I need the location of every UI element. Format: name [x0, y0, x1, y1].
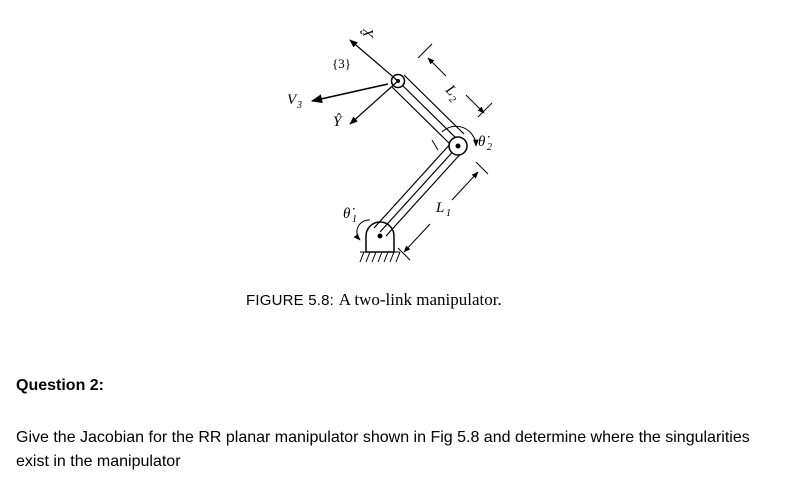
l2-subscript: 2 [446, 94, 457, 105]
y-hat-label: Ŷ [333, 113, 343, 130]
l1-label: L [435, 200, 444, 216]
v3-label: V [287, 92, 298, 108]
figure-caption-label: FIGURE 5.8: [246, 292, 335, 309]
two-link-manipulator-figure: X̂ {3} Ŷ V 3 L 2 L 1 θ̇ 1 θ̇ 2 [287, 28, 493, 263]
elbow-joint [448, 136, 468, 156]
theta2-subscript: 2 [487, 142, 492, 153]
theta1-rotation-arrow [353, 219, 371, 241]
l1-subscript: 1 [446, 208, 451, 219]
y-hat-axis-arrow [349, 80, 399, 125]
figure-caption-text: A two-link manipulator. [338, 290, 502, 309]
v3-subscript: 3 [296, 100, 302, 111]
l2-dimension [417, 43, 493, 118]
question-heading: Question 2: [16, 377, 105, 394]
link-2 [391, 74, 465, 147]
x-hat-axis-arrow [349, 39, 399, 82]
question-body: Give the Jacobian for the RR planar mani… [16, 429, 750, 470]
l1-dimension [397, 161, 489, 261]
theta2-rotation-arrow [441, 125, 479, 147]
theta2-tick [431, 139, 439, 151]
x-hat-label: X̂ [361, 28, 377, 39]
theta1-subscript: 1 [352, 214, 357, 225]
base-joint [365, 221, 395, 253]
frame-3-label: {3} [332, 56, 351, 71]
figure-caption: FIGURE 5.8: A two-link manipulator. [246, 290, 502, 310]
v3-velocity-arrow [310, 83, 389, 104]
ground-hatch [359, 251, 401, 263]
link-1 [373, 141, 465, 237]
